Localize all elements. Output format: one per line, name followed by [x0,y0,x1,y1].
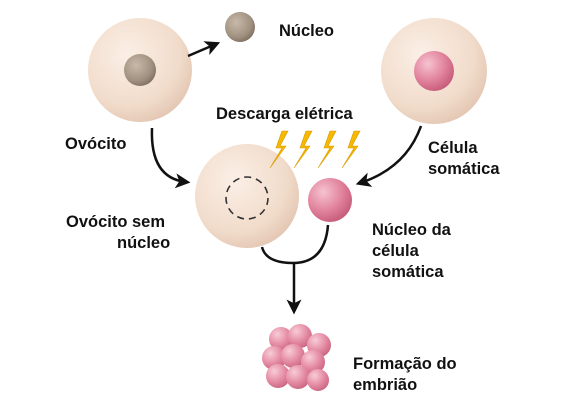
somatic-nucleus-label-line1: Núcleo da [372,221,451,239]
arrow-to-enucleated-oocyte [150,127,191,189]
somatic-cell-label-line1: Célula [428,139,478,157]
somatic-nucleus-label-line3: somática [372,263,444,281]
removed-nucleus-outline [225,176,269,220]
extracted-nucleus [225,12,255,42]
lightning-bolt-icon [269,130,361,169]
nucleus-label: Núcleo [279,22,335,40]
oocyte-cell [88,18,192,122]
enucleated-oocyte [195,144,299,248]
somatic-nucleus [308,178,352,222]
enucleated-oocyte-label-line1: Ovócito sem [66,213,166,231]
somatic-cell-nucleus [414,51,454,91]
oocyte-nucleus [124,54,156,86]
arrow-to-somatic-nucleus [355,125,423,187]
somatic-cell [381,18,487,124]
embryo-label-line1: Formação do [353,355,457,373]
somatic-cell-label-line2: somática [428,160,500,178]
somatic-nucleus-label-line2: célula [372,242,419,260]
electric-discharge-label: Descarga elétrica [216,105,353,123]
embryo-label-line2: embrião [353,376,418,394]
embryo-cluster [262,324,331,391]
oocyte-label: Ovócito [65,135,127,153]
enucleated-oocyte-label-line2: núcleo [117,234,171,252]
arrow-to-nucleus [187,41,221,58]
